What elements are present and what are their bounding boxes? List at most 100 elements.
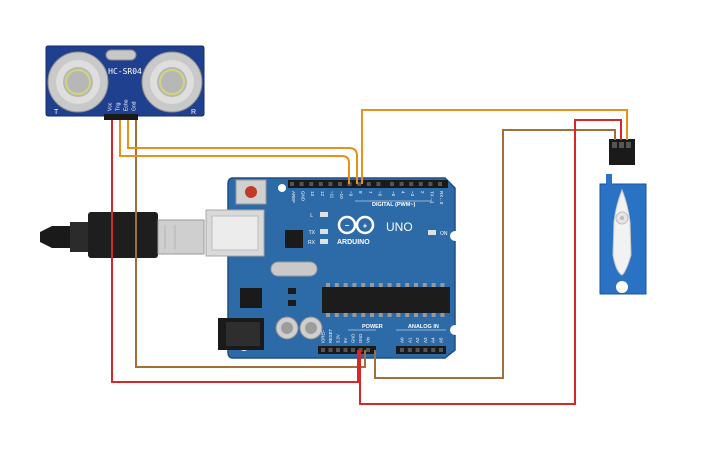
led-tx [320,229,328,234]
microcontroller-chip [322,287,450,313]
digital-pin-hole[interactable] [299,182,304,186]
analog-pin-hole[interactable] [439,348,443,352]
analog-pin-label: A0 [400,337,405,343]
digital-pin-hole[interactable] [357,182,362,186]
chip-leg [378,313,383,317]
power-pin-hole[interactable] [328,348,333,352]
digital-pin-hole[interactable] [428,182,433,186]
wire-servo-gnd[interactable] [374,129,616,379]
transducer-right [141,51,203,113]
digital-pin-label: ~5 [391,191,396,197]
mount-hole [278,184,286,192]
wire-5v-sensor[interactable] [111,120,359,383]
analog-label: ANALOG IN [408,324,439,330]
sensor-model-label: HC-SR04 [108,67,142,76]
chip-leg [414,313,418,317]
usb-chip [285,230,303,248]
digital-pin-label: 2 [420,191,425,194]
svg-text:−: − [345,221,350,230]
digital-pin-label: GND [301,191,306,202]
led-on [428,230,436,235]
power-pin-label: RESET [328,329,333,343]
usb-cable [40,212,205,258]
digital-pin-label: AREF [291,191,296,203]
power-pin-hole[interactable] [321,348,325,352]
chip-leg [387,283,392,287]
digital-pin-hole[interactable] [309,182,314,186]
mount-hole [450,325,460,335]
digital-pin-label: 7 [368,191,373,194]
chip-leg [431,313,436,317]
arduino-logo: − + [337,215,375,235]
analog-pin-label: A5 [439,337,444,343]
digital-pin-hole[interactable] [438,182,442,186]
led-label-rx: RX [308,240,316,246]
sensor-corner-t: T [54,109,59,116]
chip-leg [370,313,374,317]
servo-motor [599,139,647,295]
chip-leg [343,313,348,317]
chip-leg [352,313,357,317]
model-label: UNO [386,220,413,234]
digital-pin-label: 4 [401,191,406,194]
sensor-pin-label: Vcc [108,102,114,111]
sensor-pin-label: Echo [124,99,130,111]
digital-pin-label: 12 [320,191,325,197]
chip-leg [387,313,392,317]
svg-text:+: + [363,222,368,231]
led-rx [320,239,328,244]
power-pin-label: 3.3V [336,334,341,343]
power-pin-hole[interactable] [336,348,340,352]
chip-leg [326,313,330,317]
analog-pin-hole[interactable] [431,348,436,352]
led-label-on: ON [440,231,448,237]
digital-pin-hole[interactable] [328,182,333,186]
digital-pin-hole[interactable] [376,182,381,186]
power-pin-hole[interactable] [351,348,355,352]
digital-pin-hole[interactable] [399,182,404,186]
digital-pin-label: ~10 [339,191,344,199]
wire-servo-signal[interactable] [361,109,628,184]
sensor-pin-label: Trig [116,102,122,111]
analog-pin-hole[interactable] [400,348,404,352]
sensor-pin-header [104,114,138,120]
analog-pin-label: A2 [415,337,420,343]
analog-pin-label: A1 [407,337,412,343]
digital-pin-hole[interactable] [390,182,394,186]
chip-leg [370,283,374,287]
digital-pin-label: ~11 [329,191,334,199]
chip-leg [343,283,348,287]
analog-pin-hole[interactable] [407,348,412,352]
transducer-left [47,51,109,113]
digital-pin-hole[interactable] [409,182,414,186]
analog-pin-label: A3 [423,337,428,343]
digital-pin-hole[interactable] [290,182,294,186]
chip-leg [326,283,330,287]
digital-pin-hole[interactable] [318,182,323,186]
digital-pin-label: ~3 [410,191,415,197]
analog-pin-hole[interactable] [415,348,420,352]
chip-leg [361,283,366,287]
power-label: POWER [362,324,383,330]
wire-gnd-sensor[interactable] [135,120,366,368]
chip-leg [361,313,366,317]
digital-pin-hole[interactable] [366,182,371,186]
sensor-pin-label: Gnd [132,101,138,111]
digital-pin-hole[interactable] [338,182,342,186]
digital-pin-label: ~6 [377,191,382,197]
chip-leg [422,313,427,317]
wire-trig[interactable] [119,120,350,184]
digital-header-label: DIGITAL (PWM~) [372,202,416,208]
sensor-crystal [105,49,137,61]
power-pin-hole[interactable] [343,348,348,352]
power-pin-hole[interactable] [366,348,370,352]
analog-pin-hole[interactable] [423,348,428,352]
chip-leg [405,283,410,287]
wire-echo[interactable] [127,120,358,184]
power-pin-label: IOREF [321,330,326,343]
power-pin-label: GND [358,334,363,343]
digital-pin-hole[interactable] [418,182,423,186]
wire-servo-5v[interactable] [359,119,622,405]
